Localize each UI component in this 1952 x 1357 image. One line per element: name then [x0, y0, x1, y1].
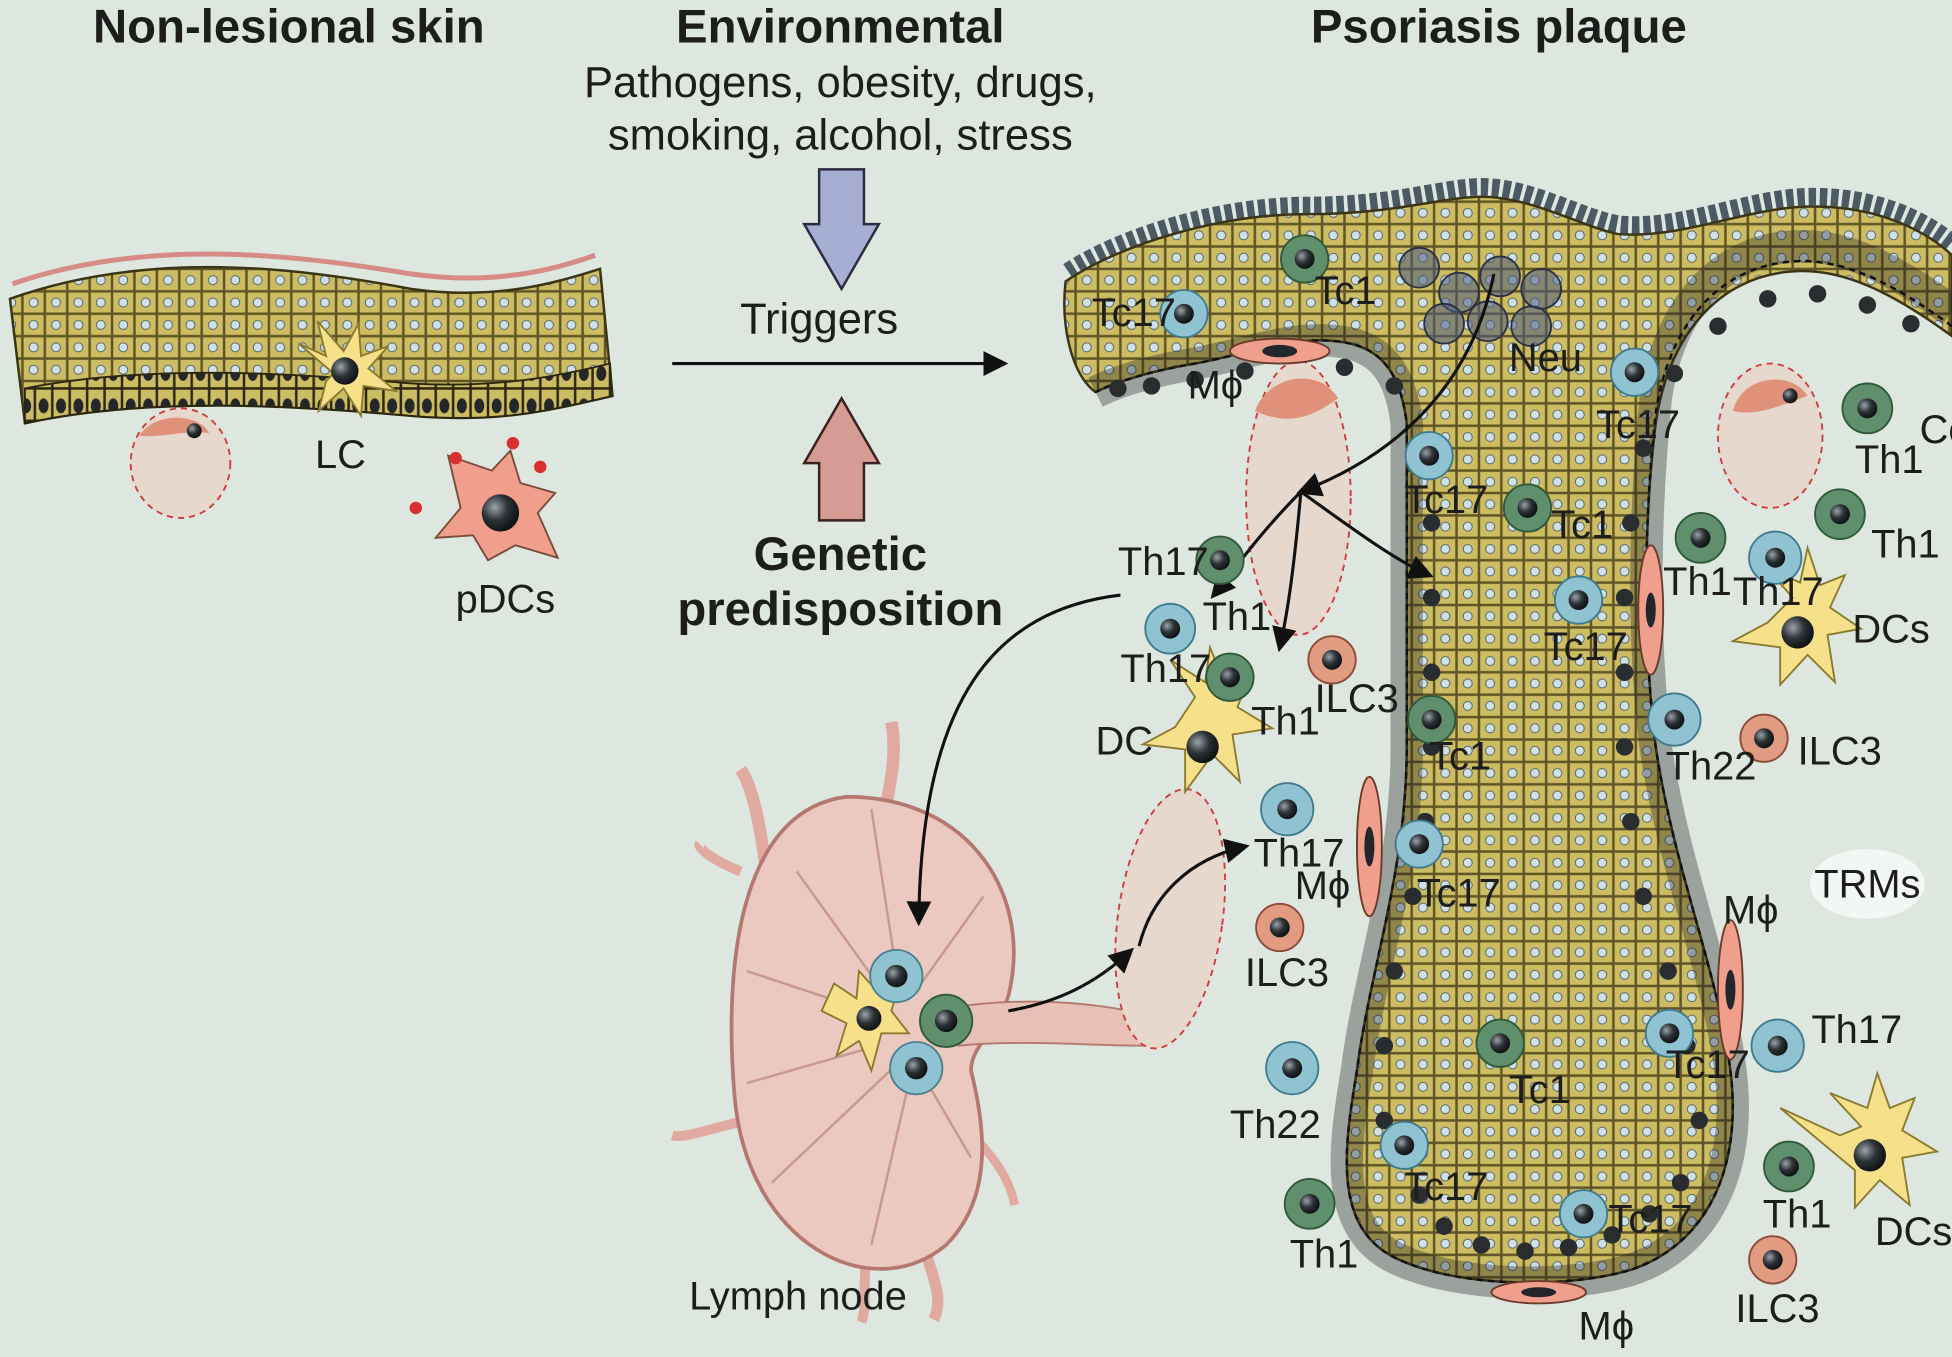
- th22-label-b: Th22: [1230, 1103, 1321, 1147]
- th1-label-e: Th1: [1763, 1192, 1832, 1236]
- tc17-label-b: Tc17: [1596, 403, 1680, 447]
- migration-arrow-1: [1008, 947, 1135, 1013]
- ilc3-label-b: ILC3: [1798, 729, 1882, 773]
- pdcs-label: pDCs: [456, 578, 556, 622]
- macrophage-cells: [1229, 337, 1744, 1305]
- environment-line-1: Pathogens, obesity, drugs,: [584, 59, 1097, 107]
- environment-line-2: smoking, alcohol, stress: [608, 111, 1073, 159]
- vessel-arrow-3: [1300, 490, 1434, 579]
- mphi-label-a: Mϕ: [1188, 363, 1243, 407]
- vessel-arrow-1: [1210, 490, 1303, 599]
- th17-label-r: Th17: [1811, 1008, 1902, 1052]
- immune-cells: [1144, 234, 1894, 1285]
- mphi-label-b: Mϕ: [1295, 864, 1350, 908]
- th17-label-l1: Th17: [1118, 540, 1209, 584]
- th17-label-a: Th17: [1733, 570, 1824, 614]
- th1-label-c: Th1: [1663, 560, 1732, 604]
- migration-arrow-2: [1137, 838, 1250, 947]
- th1-label-a: Th1: [1855, 438, 1924, 482]
- environment-arrow-icon: [802, 168, 882, 292]
- th22-label-a: Th22: [1666, 744, 1757, 788]
- plaque-vessel-1: [1245, 360, 1352, 636]
- ilc3-label-d: ILC3: [1735, 1287, 1819, 1331]
- cell-ce-label: Ce: [1920, 408, 1952, 452]
- dcs-label-a: DCs: [1852, 607, 1929, 651]
- tc1-label-d: Tc1: [1509, 1068, 1571, 1112]
- lymph-node: [670, 720, 1147, 1324]
- tc17-label-g: Tc17: [1404, 1165, 1488, 1209]
- ilc3-label-a: ILC3: [1315, 677, 1399, 721]
- heading-environmental: Environmental: [676, 0, 1005, 53]
- th1-label-d: Th1: [1290, 1232, 1359, 1276]
- trms-badge: [1810, 849, 1925, 919]
- th17-label-l2: Th17: [1120, 647, 1211, 691]
- th1-label-l1: Th1: [1203, 595, 1272, 639]
- basal-layer-normal: [23, 362, 614, 425]
- mphi-label-d: Mϕ: [1579, 1305, 1634, 1349]
- trms-label: TRMs: [1814, 863, 1920, 907]
- tc1-label-c: Tc1: [1429, 734, 1491, 778]
- mphi-label-c: Mϕ: [1723, 889, 1778, 933]
- lymph-node-label: Lymph node: [689, 1275, 907, 1319]
- heading-non-lesional: Non-lesional skin: [93, 0, 485, 53]
- th1-label-l2: Th1: [1251, 700, 1320, 744]
- tc17-label-a: Tc17: [1092, 291, 1176, 335]
- lc-label: LC: [315, 433, 366, 477]
- lymphatic-vessel: [1114, 788, 1227, 1050]
- migration-arrow-3: [906, 593, 1121, 927]
- neu-arrow: [1296, 273, 1496, 497]
- tc17-label-e: Tc17: [1417, 871, 1501, 915]
- genetic-arrow-icon: [802, 395, 882, 522]
- non-lesional-skin: [8, 251, 614, 562]
- tc17-label-h: Tc17: [1608, 1197, 1692, 1241]
- ilc3-label-c: ILC3: [1245, 951, 1329, 995]
- tc17-label-d: Tc17: [1544, 625, 1628, 669]
- tc17-label-c: Tc17: [1404, 478, 1488, 522]
- dc-label: DC: [1096, 719, 1154, 763]
- genetic-line-2: predisposition: [677, 583, 1003, 636]
- tc1-label-b: Tc1: [1551, 503, 1613, 547]
- genetic-line-1: Genetic: [754, 528, 927, 581]
- heading-psoriasis-plaque: Psoriasis plaque: [1311, 0, 1687, 53]
- tc1-label-a: Tc1: [1315, 269, 1377, 313]
- dcs-label-b: DCs: [1875, 1210, 1952, 1254]
- neu-label: Neu: [1509, 336, 1582, 380]
- tc17-label-f: Tc17: [1666, 1043, 1750, 1087]
- vessel-arrow-2: [1272, 491, 1303, 653]
- triggers-label: Triggers: [740, 296, 898, 344]
- th17-label-l3: Th17: [1254, 831, 1345, 875]
- th1-label-b: Th1: [1871, 523, 1940, 567]
